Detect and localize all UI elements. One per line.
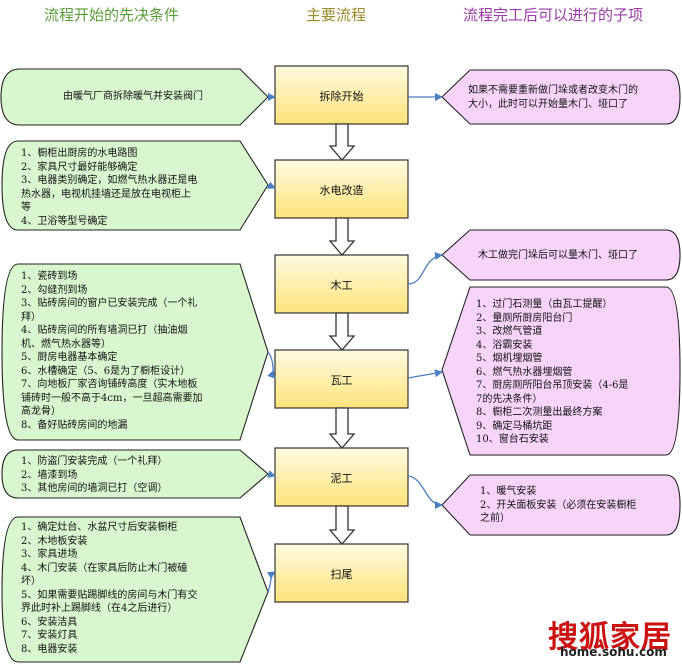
pre-shape-1 [0,68,269,126]
step-box-demolition [274,65,409,125]
down-arrow-4 [328,407,356,449]
post-text-3: 1、过门石测量（由瓦工提醒） 2、量厕所厨房阳台门 3、改燃气管道 4、浴霸安装… [476,299,629,445]
step-box-plumbing [274,159,409,219]
step-label-finishing: 扫尾 [330,568,353,581]
connector-post-3 [407,369,443,379]
pre-text-2: 1、橱柜出厨房的水电路图 2、家具尺寸最好能够确定 3、电器类别确定，如燃气热水… [21,148,198,227]
connector-pre-2 [266,181,276,189]
connector-pre-4 [267,470,276,478]
pre-shape-5 [1,516,269,663]
pre-text-4: 1、防盗门安装完成（一个礼拜） 2、墙漆到场 3、其他房间的墙洞已打（空调） [21,456,168,494]
post-text-2: 木工做完门垛后可以量木门、垭口了 [478,250,638,261]
down-arrow-3 [328,312,356,351]
pre-shape-2 [1,140,269,231]
connector-post-4 [407,475,443,509]
sohu-logo: 搜狐家居 [548,620,672,655]
down-arrow-5 [328,505,356,545]
header-main-flow: 主要流程 [306,6,367,24]
header-preconditions: 流程开始的先决条件 [44,6,180,24]
post-shape-2 [441,229,681,281]
step-label-painting: 泥工 [330,472,353,485]
pre-text-3: 1、瓷砖到场 2、勾缝剂到场 3、贴砖房间的窗户已安装完成（一个礼 拜） 4、贴… [21,271,203,431]
pre-shape-3 [1,263,269,441]
pre-shape-4 [1,449,269,499]
step-label-plumbing: 水电改造 [319,184,364,197]
pre-text-1: 由暖气厂商拆除暖气并安装阀门 [63,91,203,102]
pre-text-5: 1、确定灶台、水盆尺寸后安装橱柜 2、木地板安装 3、家具进场 4、木门安装（在… [21,522,198,655]
post-shape-1 [441,69,681,125]
step-label-carpentry: 木工 [330,279,353,292]
header-followups: 流程完工后可以进行的子项 [463,6,644,24]
step-label-demolition: 拆除开始 [319,90,364,103]
post-shape-3 [441,286,681,456]
post-text-1: 如果不需要重新做门垛或者改变木门的 大小，此时可以开始量木门、垭口了 [468,85,638,110]
post-text-4: 1、暖气安装 2、开关面板安装（必须在安装橱柜 之前） [480,486,637,524]
connector-pre-3 [267,351,276,379]
down-arrow-2 [328,217,356,256]
post-shape-4 [441,474,681,536]
connector-post-2 [407,252,443,285]
connector-pre-5 [266,571,276,593]
step-box-carpentry [274,254,409,314]
step-label-tiling: 瓦工 [330,374,353,387]
sohu-url: home.sohu.com [560,645,667,659]
step-box-finishing [274,543,409,603]
down-arrow-1 [328,123,356,161]
